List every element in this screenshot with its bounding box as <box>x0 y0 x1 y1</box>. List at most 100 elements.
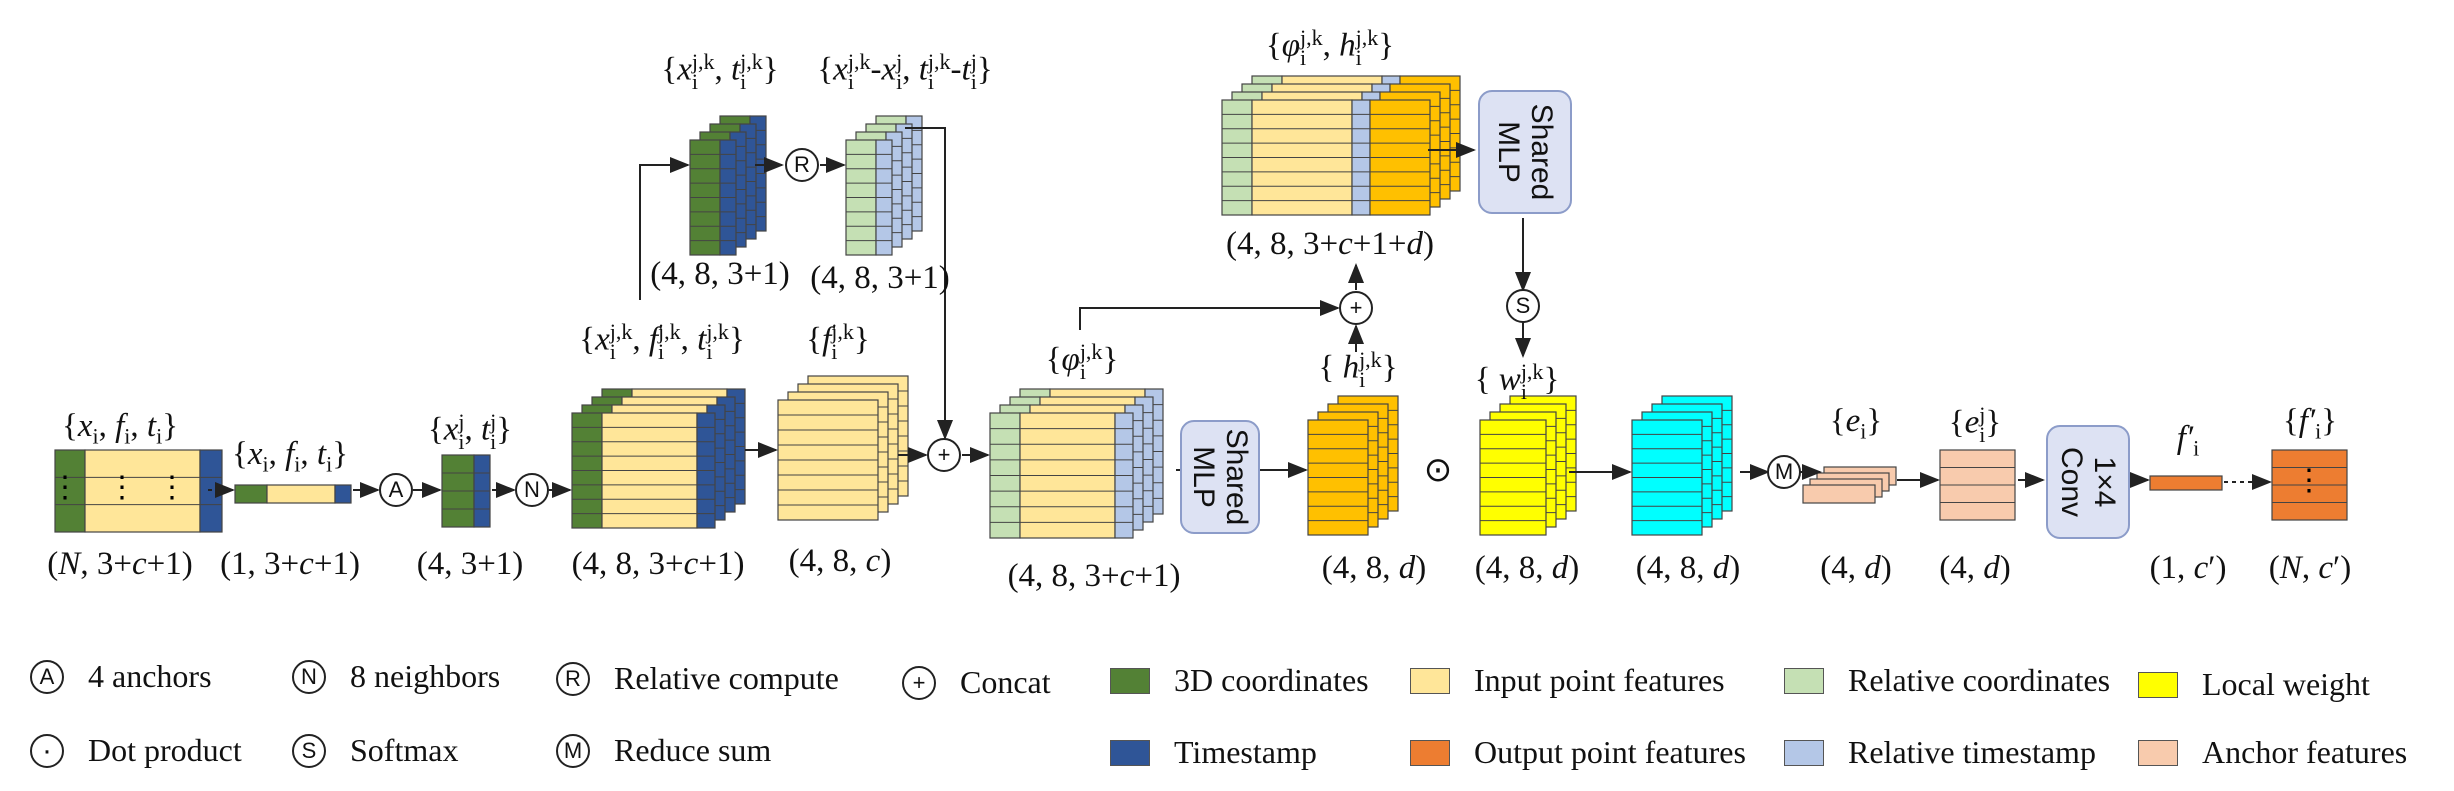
relative-coords-time-block <box>845 115 923 256</box>
dim-label-d1: (N, 3+c+1) <box>47 546 193 582</box>
input-point-cloud-block-segment <box>54 449 86 533</box>
label-fprime-set: {f′i} <box>2282 403 2338 444</box>
dim-label-d16: (N, c′) <box>2268 550 2352 586</box>
vertical-ellipsis: ⋮ <box>157 471 187 504</box>
legend-swatch-local_weight <box>2138 672 2178 698</box>
legend-op-symbol-0: A <box>30 660 64 694</box>
concat-features-block <box>989 388 1164 539</box>
legend-op-symbol-3: + <box>902 666 936 700</box>
output-point-block-segment <box>2149 475 2223 491</box>
legend-swatch-rel_coord <box>1784 668 1824 694</box>
concat-op-2: + <box>1339 291 1373 325</box>
anchor-block <box>441 454 491 528</box>
legend-label-rel_coord: Relative coordinates <box>1848 662 2111 698</box>
neighbor-op: N <box>515 473 549 507</box>
legend-op-symbol-6: M <box>556 734 590 768</box>
dim-label-d14: (4, d) <box>1939 550 2011 586</box>
legend-op-symbol-2: R <box>556 662 590 696</box>
output-point-block <box>2149 475 2223 491</box>
vertical-ellipsis: ⋮ <box>2294 464 2324 497</box>
legend-swatch-rel_time <box>1784 740 1824 766</box>
label-fprime: f′i <box>2176 420 2200 461</box>
legend-op-symbol-1: N <box>292 660 326 694</box>
single-point-block-segment <box>266 484 336 504</box>
phi-h-features-block <box>1221 75 1461 216</box>
single-point-block <box>234 484 352 504</box>
arrow-relative-to-concat <box>905 127 953 440</box>
relative-compute-op: R <box>785 148 819 182</box>
neighbor-coords-time-block <box>689 115 767 256</box>
legend-label-anchor_feat: Anchor features <box>2202 734 2408 770</box>
vertical-ellipsis: ⋮ <box>50 471 80 504</box>
legend-op-label-0: 4 anchors <box>88 658 212 694</box>
anchor-features-stack-segment <box>1802 484 1876 504</box>
label-single-set: {xi, fi, ti} <box>231 436 349 477</box>
single-point-block-segment <box>334 484 352 504</box>
dim-label-d10: (4, 8, 3+c+1+d) <box>1226 226 1434 262</box>
dot-product-op: ⊙ <box>1421 451 1455 489</box>
legend-op-label-3: Concat <box>960 664 1051 700</box>
arrow-up-to-coords <box>639 157 690 300</box>
legend-op-label-1: 8 neighbors <box>350 658 501 694</box>
output-point-cloud-block <box>2271 449 2348 521</box>
dim-label-d12: (4, 8, d) <box>1635 550 1741 586</box>
dim-label-d6: (4, 8, 3+1) <box>650 256 790 292</box>
legend-op-symbol-5: S <box>292 734 326 768</box>
arrow-phi-to-plus <box>1079 300 1340 330</box>
legend-op-label-4: Dot product <box>88 732 242 768</box>
dim-label-d15: (1, c′) <box>2149 550 2227 586</box>
legend-op-symbol-4: · <box>30 734 64 768</box>
legend-swatch-input_feat <box>1410 668 1450 694</box>
input-point-cloud-block <box>54 449 223 533</box>
legend-label-coord3d: 3D coordinates <box>1174 662 1369 698</box>
weighted-features-block <box>1631 395 1733 536</box>
single-point-block-segment <box>234 484 268 504</box>
softmax-op: S <box>1506 289 1540 323</box>
dim-label-d5: (4, 8, c) <box>788 543 892 579</box>
grouped-features-block <box>571 388 746 529</box>
vertical-ellipsis: ⋮ <box>107 471 137 504</box>
anchor-features-stack <box>1802 466 1897 504</box>
dim-label-d13: (4, d) <box>1820 550 1892 586</box>
anchor-op: A <box>379 473 413 507</box>
legend-label-output_feat: Output point features <box>1474 734 1746 770</box>
concat-op-1: + <box>927 438 961 472</box>
h-features-block <box>1307 395 1399 536</box>
dim-label-d2: (1, 3+c+1) <box>220 546 360 582</box>
dim-label-d3: (4, 3+1) <box>416 546 524 582</box>
anchor-features-block <box>1939 449 2016 521</box>
neighbor-features-block <box>777 375 909 521</box>
legend-swatch-timestamp <box>1110 740 1150 766</box>
dim-label-d4: (4, 8, 3+c+1) <box>571 546 745 582</box>
legend-op-label-5: Softmax <box>350 732 459 768</box>
reduce-sum-op: M <box>1767 455 1801 489</box>
input-point-cloud-block-segment <box>84 449 201 533</box>
legend-label-local_weight: Local weight <box>2202 666 2370 702</box>
dim-label-d11: (4, 8, d) <box>1474 550 1580 586</box>
legend-label-timestamp: Timestamp <box>1174 734 1317 770</box>
dim-label-d7: (4, 8, 3+1) <box>810 260 950 296</box>
legend-swatch-output_feat <box>1410 740 1450 766</box>
legend-swatch-coord3d <box>1110 668 1150 694</box>
dim-label-d8: (4, 8, 3+c+1) <box>1007 558 1181 594</box>
legend-label-input_feat: Input point features <box>1474 662 1725 698</box>
local-weight-block <box>1479 395 1577 536</box>
label-e-set: {ei} <box>1829 403 1883 444</box>
